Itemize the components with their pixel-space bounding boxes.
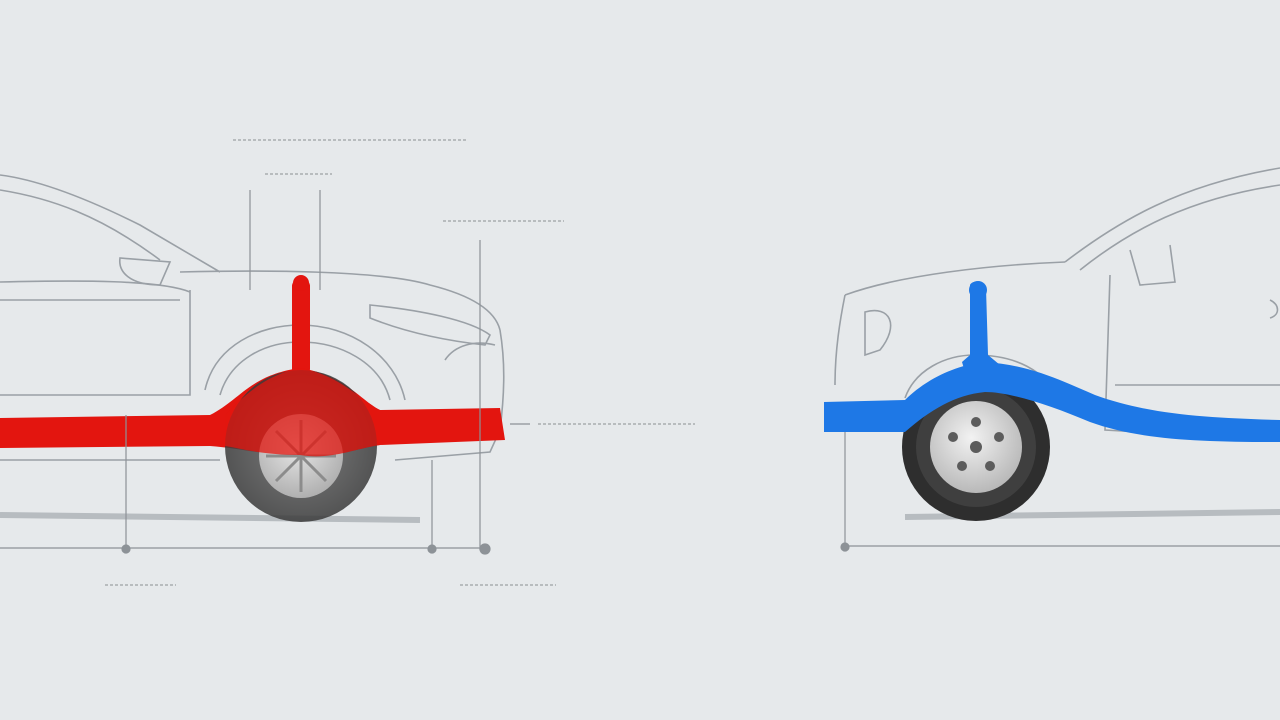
left-car-annotation-labels xyxy=(105,139,695,586)
right-car-dimension-lines xyxy=(840,430,1280,552)
right-car-front-wheel xyxy=(902,373,1050,521)
left-car xyxy=(0,139,695,586)
right-car-body-outline xyxy=(834,167,1280,520)
right-car xyxy=(824,167,1280,552)
right-car-suspension-highlight xyxy=(824,281,1280,442)
left-car-front-wheel xyxy=(225,368,380,522)
left-car-dimension-lines xyxy=(0,190,530,555)
left-car-body-outline xyxy=(0,174,505,523)
